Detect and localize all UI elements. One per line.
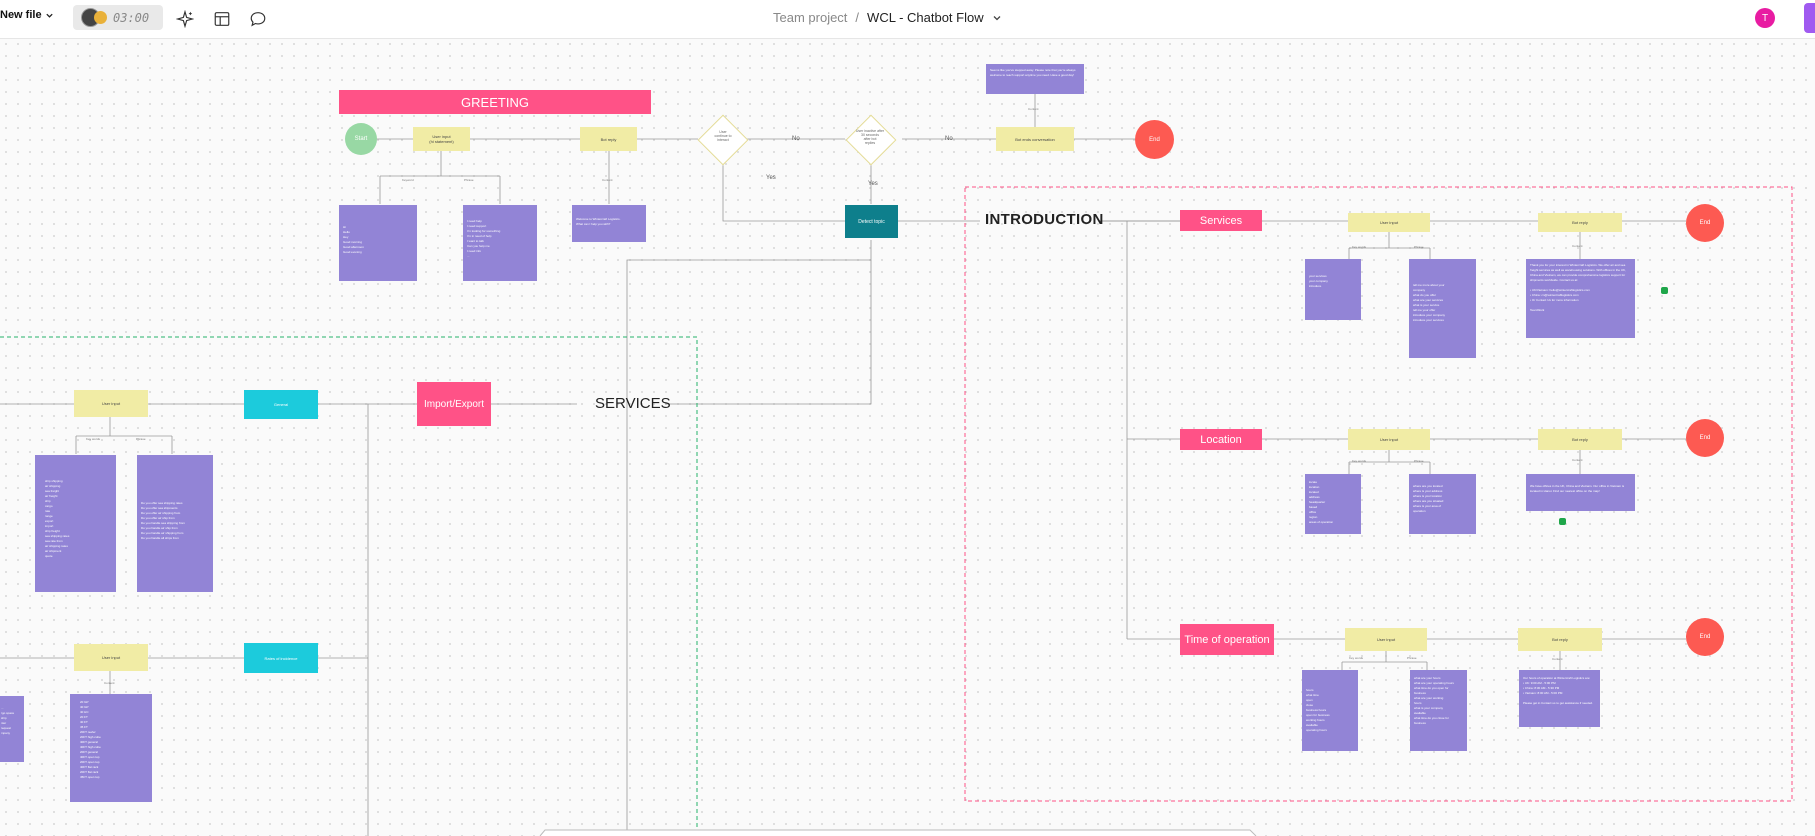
- intro-services-bot-reply[interactable]: Bot reply: [1538, 213, 1622, 232]
- intro-time-phrases[interactable]: what are your hours what are your operat…: [1410, 670, 1467, 751]
- intro-services-end[interactable]: End: [1686, 204, 1724, 242]
- layout-icon[interactable]: [213, 10, 231, 28]
- intro-time-keywords[interactable]: hours what time open close business hour…: [1302, 670, 1358, 751]
- content-label: Content: [1028, 107, 1039, 111]
- services-keywords-box[interactable]: ship shipping air shipping sea freight a…: [35, 455, 116, 592]
- thumbs-up-icon: [1661, 287, 1668, 294]
- detect-topic-node[interactable]: Detect topic: [845, 205, 898, 238]
- general-node[interactable]: General: [244, 390, 318, 419]
- whiteboard-canvas[interactable]: GREETING Start User input (hi statement)…: [0, 38, 1815, 836]
- greeting-end-node[interactable]: End: [1135, 120, 1174, 159]
- timer-value: 03:00: [113, 10, 150, 25]
- rates-user-input[interactable]: User input: [74, 644, 148, 671]
- key-words-label: Key words: [86, 437, 101, 441]
- sparkle-icon[interactable]: [176, 10, 194, 28]
- timer-widget[interactable]: 03:00: [73, 5, 163, 30]
- bot-ends-conversation[interactable]: Bot ends conversation: [996, 127, 1074, 151]
- intro-time-reply[interactable]: Our hours of operation at Wintercraft Lo…: [1519, 670, 1600, 727]
- intro-location-phrases[interactable]: where are you located where is your addr…: [1409, 474, 1476, 534]
- user-avatar[interactable]: T: [1755, 8, 1775, 28]
- share-button[interactable]: [1804, 3, 1815, 33]
- container-codes-box[interactable]: 20 GP 40 GP 40 HC 20 FT 40 FT 45 FT 20FT…: [70, 694, 152, 802]
- intro-time-node[interactable]: Time of operation: [1180, 624, 1274, 655]
- breadcrumb-team[interactable]: Team project: [773, 10, 848, 25]
- partial-box[interactable]: ... rgo space ship nter request mpany: [0, 696, 24, 762]
- closing-message-box[interactable]: Seems like you've stepped away. Please n…: [986, 64, 1084, 94]
- new-file-label: New file: [0, 9, 42, 21]
- services-heading: SERVICES: [595, 395, 671, 412]
- intro-location-keywords[interactable]: locate location located address headquar…: [1305, 474, 1361, 534]
- intro-services-phrases[interactable]: tell me more about your company what do …: [1409, 259, 1476, 358]
- comment-icon[interactable]: [249, 10, 267, 28]
- top-bar: New file 03:00 Team project / WCL - Chat…: [0, 0, 1815, 39]
- content-label: Content: [1552, 657, 1563, 661]
- phrase-label: Phrase: [1414, 459, 1424, 463]
- start-node[interactable]: Start: [345, 123, 377, 155]
- no-label: No: [945, 136, 953, 142]
- greeting-bot-reply[interactable]: Bot reply: [580, 127, 637, 151]
- key-words-label: Key words: [1349, 656, 1364, 660]
- yes-label: Yes: [868, 181, 878, 187]
- keyword-label: Keyword: [402, 178, 414, 182]
- rates-node[interactable]: Rates of incidence: [244, 643, 318, 673]
- intro-location-node[interactable]: Location: [1180, 429, 1262, 450]
- no-label: No: [792, 136, 800, 142]
- chevron-down-icon[interactable]: [992, 13, 1002, 23]
- phrase-label: Phrase: [1407, 656, 1417, 660]
- star-icon: [94, 11, 107, 24]
- services-phrases-box[interactable]: Do you offer sea shipping rates Do you o…: [137, 455, 213, 592]
- greeting-keywords-box[interactable]: Hi Hello Hey Good morning Good afternoon…: [339, 205, 417, 281]
- intro-time-bot-reply[interactable]: Bot reply: [1518, 628, 1602, 651]
- intro-location-end[interactable]: End: [1686, 419, 1724, 457]
- content-label: Content: [602, 178, 613, 182]
- intro-services-reply[interactable]: Thank you for your interest in Wintercra…: [1526, 259, 1635, 338]
- phrase-label: Phrase: [1414, 245, 1424, 249]
- intro-services-user-input[interactable]: User input: [1348, 213, 1430, 232]
- thumbs-up-icon: [1559, 518, 1566, 525]
- greeting-phrases-box[interactable]: I need help I need support I'm looking f…: [463, 205, 537, 281]
- intro-location-reply[interactable]: We have offices in the UK, China and Vie…: [1526, 474, 1635, 511]
- decision-inactive-label: User inactive after 30 seconds after bot…: [855, 129, 885, 145]
- document-title[interactable]: WCL - Chatbot Flow: [867, 10, 984, 25]
- breadcrumb: Team project / WCL - Chatbot Flow: [773, 10, 1002, 25]
- key-words-label: Key words: [1352, 245, 1367, 249]
- greeting-header[interactable]: GREETING: [339, 90, 651, 114]
- intro-time-end[interactable]: End: [1686, 618, 1724, 656]
- content-label: Content: [104, 681, 115, 685]
- intro-time-user-input[interactable]: User input: [1345, 628, 1427, 651]
- breadcrumb-separator: /: [855, 10, 860, 25]
- intro-location-bot-reply[interactable]: Bot reply: [1538, 429, 1622, 450]
- phrase-label: Phrase: [136, 437, 146, 441]
- intro-location-user-input[interactable]: User input: [1348, 429, 1430, 450]
- greeting-user-input[interactable]: User input (hi statement): [413, 127, 470, 151]
- content-label: Content: [1572, 244, 1583, 248]
- chevron-down-icon: [45, 13, 53, 18]
- content-label: Content: [1572, 458, 1583, 462]
- intro-services-node[interactable]: Services: [1180, 210, 1262, 231]
- intro-services-keywords[interactable]: your services your company introduce: [1305, 259, 1361, 320]
- phrase-label: Phrase: [464, 178, 474, 182]
- decision-continue-label: User continue to interact: [714, 130, 732, 142]
- key-words-label: Key words: [1352, 459, 1367, 463]
- welcome-message-box[interactable]: Welcome to Wintercraft Logistics. What c…: [572, 205, 646, 242]
- new-file-menu[interactable]: New file: [0, 9, 54, 21]
- introduction-heading: INTRODUCTION: [985, 211, 1104, 228]
- services-user-input[interactable]: User input: [74, 390, 148, 417]
- import-export-node[interactable]: Import/Export: [417, 382, 491, 426]
- yes-label: Yes: [766, 175, 776, 181]
- connector-lines: [0, 94, 1793, 836]
